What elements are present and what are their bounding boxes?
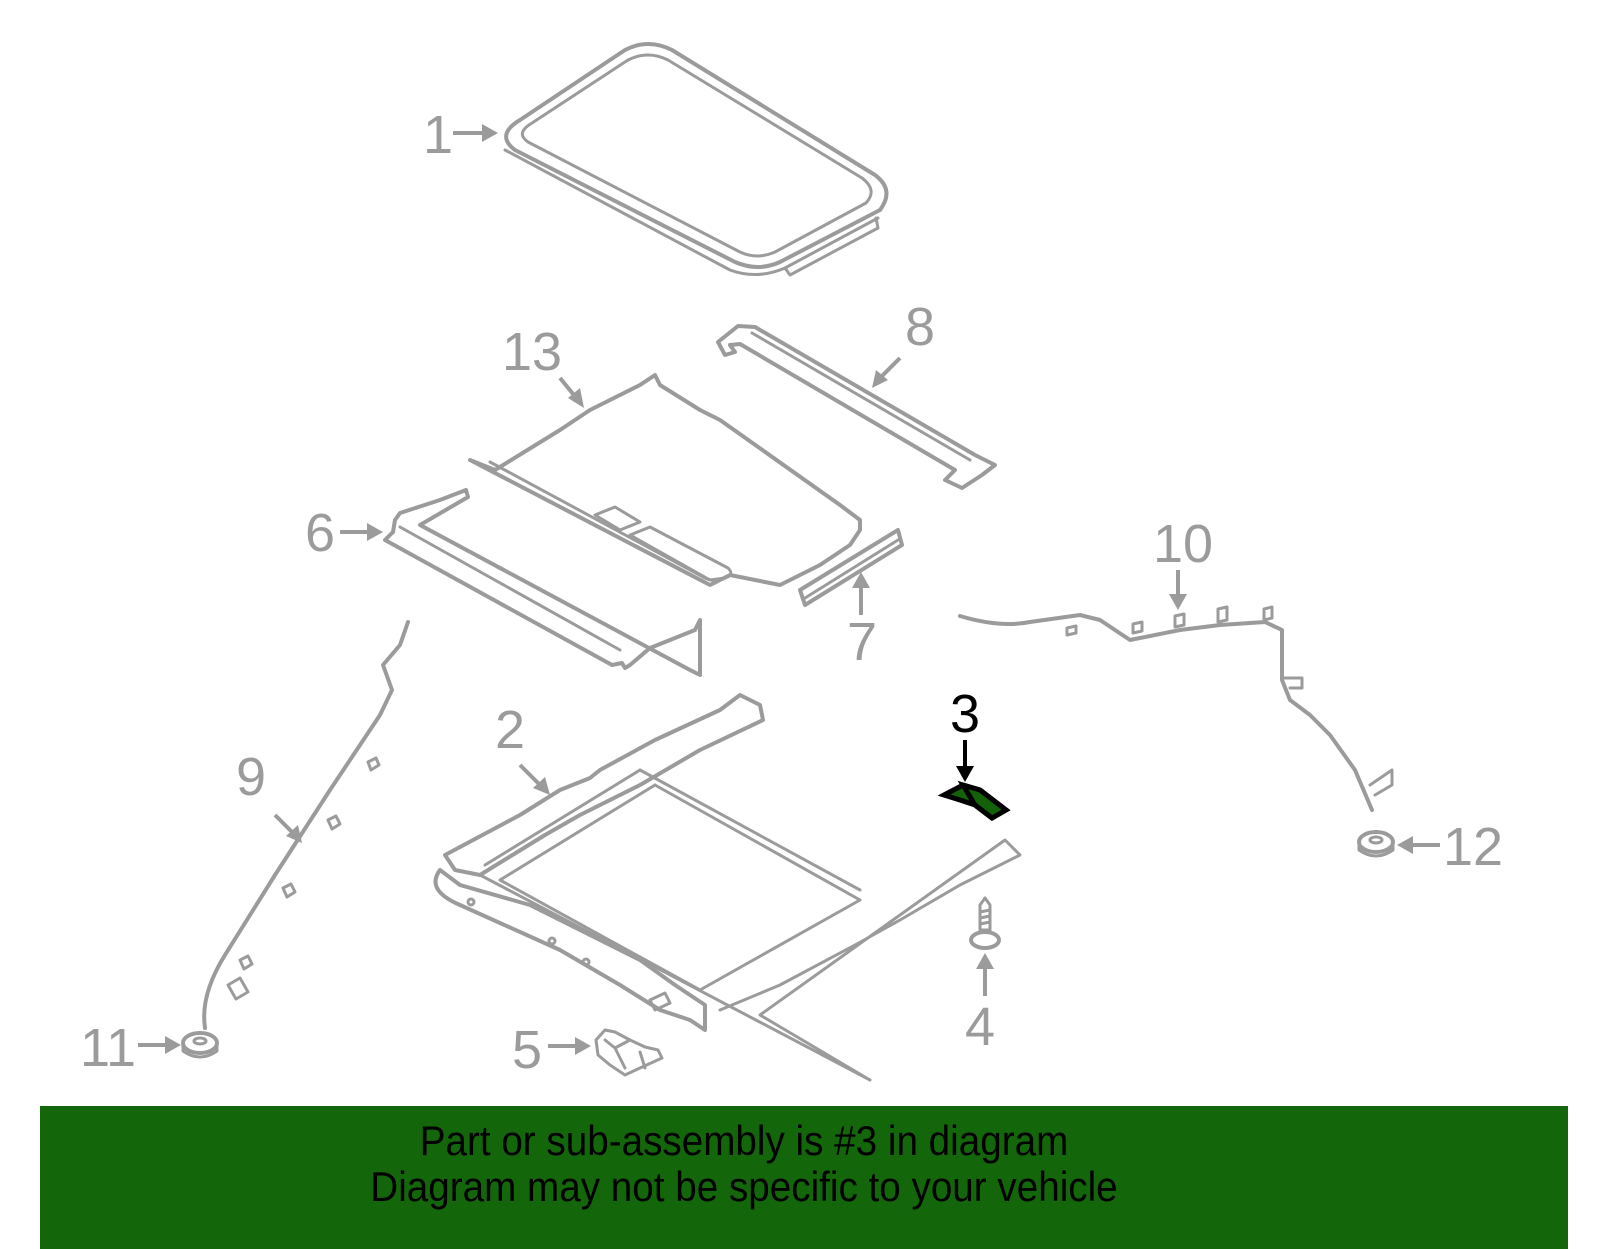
callout-4: 4 bbox=[965, 997, 995, 1057]
part-2-sunroof-frame[interactable] bbox=[433, 693, 1022, 1082]
part-6-front-trim[interactable] bbox=[383, 488, 702, 677]
leader-2 bbox=[518, 763, 542, 787]
callout-5: 5 bbox=[512, 1020, 542, 1080]
part-13-sunshade[interactable] bbox=[468, 373, 862, 587]
arrow-3-icon bbox=[956, 766, 974, 782]
callout-3: 3 bbox=[950, 684, 980, 744]
arrow-9-icon bbox=[286, 825, 302, 843]
part-12-right-grommet[interactable] bbox=[1357, 830, 1395, 858]
arrow-10-icon bbox=[1169, 594, 1187, 610]
part-10-right-drain-hose[interactable] bbox=[958, 605, 1394, 812]
leader-8 bbox=[878, 356, 902, 380]
callout-1: 1 bbox=[423, 105, 453, 165]
arrow-13-icon bbox=[568, 388, 584, 408]
part-5-motor[interactable] bbox=[594, 1028, 664, 1077]
part-7-deflector-strip[interactable] bbox=[798, 528, 904, 607]
callout-7: 7 bbox=[847, 612, 877, 672]
part-4-screw[interactable] bbox=[969, 896, 1001, 950]
arrow-12-icon bbox=[1397, 836, 1413, 854]
part-3-bracket[interactable] bbox=[937, 780, 1011, 821]
arrow-6-icon bbox=[367, 523, 383, 541]
leader-9 bbox=[273, 813, 295, 835]
callout-6: 6 bbox=[305, 503, 335, 563]
callout-8: 8 bbox=[905, 297, 935, 357]
arrow-11-icon bbox=[165, 1036, 181, 1054]
arrow-2-icon bbox=[533, 777, 550, 795]
arrow-4-icon bbox=[976, 953, 994, 969]
callout-10: 10 bbox=[1153, 514, 1213, 574]
part-11-left-grommet[interactable] bbox=[181, 1031, 219, 1059]
banner-disclaimer: Diagram may not be specific to your vehi… bbox=[370, 1163, 1118, 1210]
callout-13: 13 bbox=[502, 322, 562, 382]
arrow-5-icon bbox=[575, 1037, 591, 1055]
callout-9: 9 bbox=[236, 747, 266, 807]
info-banner: Part or sub-assembly is #3 in diagram Di… bbox=[40, 1106, 1568, 1249]
arrow-8-icon bbox=[872, 370, 888, 388]
callout-11: 11 bbox=[80, 1018, 136, 1078]
part-1-glass-panel[interactable] bbox=[503, 42, 889, 277]
callout-2: 2 bbox=[495, 700, 525, 760]
banner-part-note: Part or sub-assembly is #3 in diagram bbox=[419, 1117, 1069, 1164]
arrow-7-icon bbox=[852, 572, 870, 588]
arrow-1-icon bbox=[482, 124, 498, 142]
callout-12: 12 bbox=[1443, 817, 1503, 877]
part-8-rear-trim[interactable] bbox=[716, 324, 997, 490]
part-9-left-drain-hose[interactable] bbox=[202, 620, 410, 1030]
